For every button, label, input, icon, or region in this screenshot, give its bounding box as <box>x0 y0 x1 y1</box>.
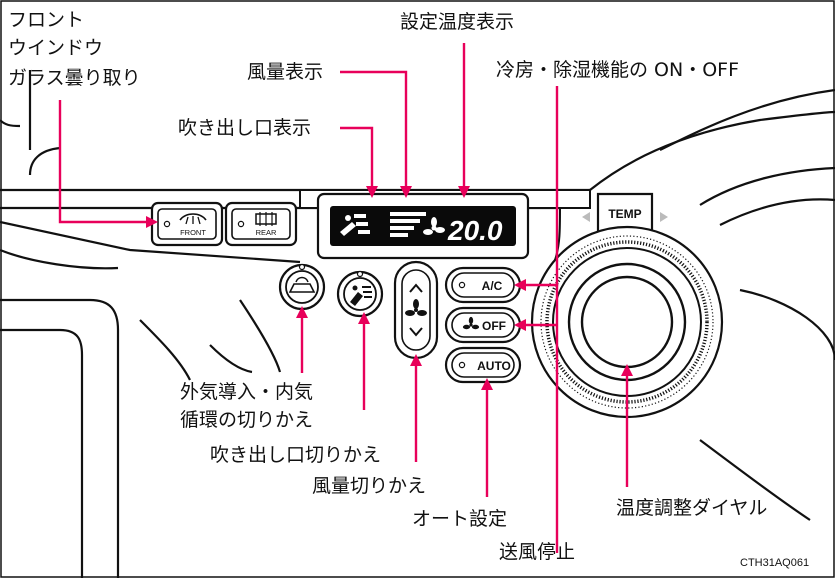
vent-mode-button[interactable] <box>336 270 384 318</box>
leader-lines <box>58 43 629 553</box>
auto-button-label: AUTO <box>477 359 511 373</box>
figure-code: CTH31AQ061 <box>740 557 810 569</box>
fan-icon <box>423 217 445 235</box>
vent-display-label: 吹き出し口表示 <box>178 117 312 139</box>
temperature-dial[interactable] <box>530 225 724 419</box>
vent-switch-label: 吹き出し口切りかえ <box>210 444 382 466</box>
rear-button-label: REAR <box>256 228 277 237</box>
temp-dial-label: 温度調整ダイヤル <box>616 497 768 519</box>
ac-onoff-label: 冷房・除湿機能の ON・OFF <box>496 59 740 81</box>
vent-mode-indicator-icon <box>340 214 370 236</box>
fan-off-button[interactable]: OFF <box>444 306 522 344</box>
front-defog-label-line3: ガラス曇り取り <box>8 67 141 89</box>
ac-button-label: A/C <box>482 279 503 293</box>
temp-label-tab: TEMP <box>582 192 668 232</box>
off-fan-icon <box>462 316 480 330</box>
front-button-label: FRONT <box>180 228 206 237</box>
lcd-display <box>330 206 516 246</box>
fan-rocker-fan-icon <box>405 299 427 316</box>
fan-stop-label: 送風停止 <box>499 541 576 563</box>
off-button-label: OFF <box>482 319 506 333</box>
display-temperature: 20.0 <box>447 215 503 246</box>
dashboard-outline <box>0 70 835 578</box>
fan-switch-label: 風量切りかえ <box>312 475 427 497</box>
front-defog-label-line1: フロント <box>8 9 85 31</box>
temp-display-label: 設定温度表示 <box>400 11 515 33</box>
fan-level-indicator <box>390 212 426 237</box>
rear-defog-button[interactable]: REAR <box>224 201 298 247</box>
fan-speed-rocker[interactable] <box>393 260 439 360</box>
auto-setting-label: オート設定 <box>412 508 508 530</box>
svg-text:TEMP: TEMP <box>608 207 641 221</box>
leader-arrowheads <box>146 186 633 390</box>
recirculation-button[interactable] <box>278 263 326 311</box>
auto-button[interactable]: AUTO <box>444 346 522 384</box>
fan-up-icon[interactable] <box>409 283 423 293</box>
fan-down-icon[interactable] <box>409 327 423 337</box>
recirc-label-line2: 循環の切りかえ <box>180 409 314 431</box>
ac-button[interactable]: A/C <box>444 266 522 304</box>
recirc-label-line1: 外気導入・内気 <box>180 381 314 403</box>
front-defog-label-line2: ウインドウ <box>8 37 104 59</box>
front-defog-button[interactable]: FRONT <box>150 201 224 247</box>
fan-display-label: 風量表示 <box>247 61 324 83</box>
